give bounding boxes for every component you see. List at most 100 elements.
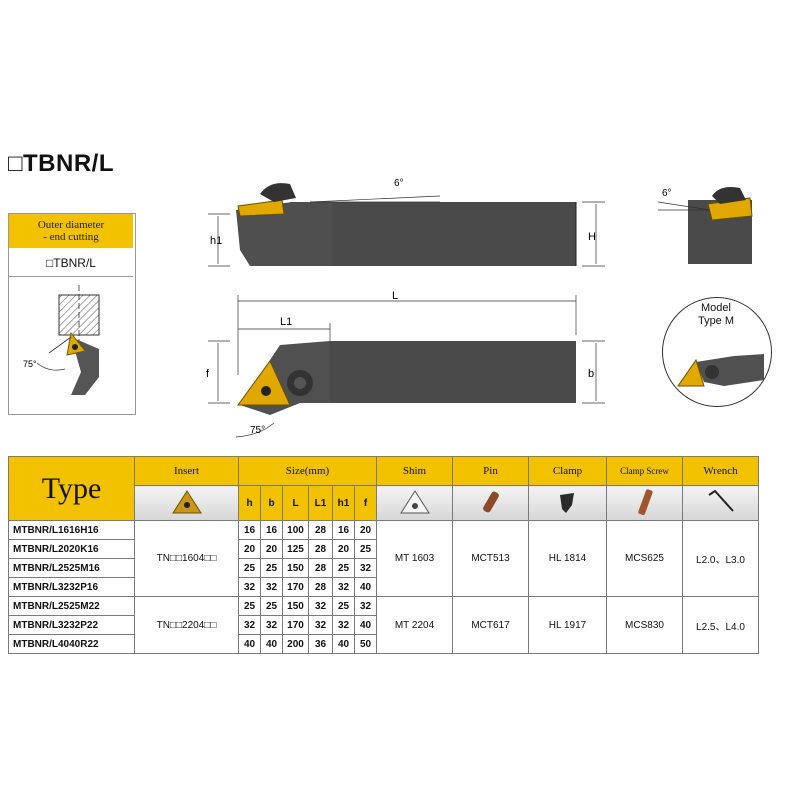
insert-code: TN□□2204□□ (134, 596, 239, 654)
caption-line-1: Outer diameter (37, 219, 105, 231)
table-row-type: MTBNR/L4040R22 (8, 634, 135, 654)
pin-icon (482, 491, 499, 512)
size-header: Size(mm) (238, 456, 377, 486)
screw-code: MCS625 (606, 520, 683, 597)
shim-icon (399, 489, 430, 513)
application-caption: Outer diameter - end cutting (9, 214, 133, 248)
pin-icon-cell (452, 485, 529, 521)
size-col-L1: L1 (308, 485, 333, 521)
cell-h1: 25 (332, 596, 355, 616)
plan-view-diagram: L L1 f b 75° (206, 290, 605, 438)
cell-L: 150 (282, 558, 309, 578)
shim-code: MT 2204 (376, 596, 453, 654)
wrench-icon (707, 489, 734, 512)
wrench-code: L2.5、L4.0 (682, 596, 759, 654)
cell-h: 20 (238, 539, 261, 559)
cell-f: 32 (354, 558, 377, 578)
pin-code: MCT513 (452, 520, 529, 597)
screw-icon (637, 488, 653, 515)
cell-b: 25 (260, 558, 283, 578)
dim-h1-label: h1 (210, 235, 222, 247)
side-angle-label: 75° (23, 359, 37, 369)
application-model: □TBNR/L (9, 250, 133, 277)
cell-f: 20 (354, 520, 377, 540)
type-header: Type (8, 456, 135, 521)
cell-f: 50 (354, 634, 377, 654)
bottom-angle-label: 75° (250, 425, 265, 436)
size-col-h: h (238, 485, 261, 521)
insert-header: Insert (134, 456, 239, 486)
insert-icon-cell (134, 485, 239, 521)
table-row-type: MTBNR/L2525M22 (8, 596, 135, 616)
cell-h: 32 (238, 577, 261, 597)
cell-L: 170 (282, 577, 309, 597)
clamp-icon-cell (528, 485, 607, 521)
caption-line-2: - end cutting (43, 231, 99, 243)
pin-header: Pin (452, 456, 529, 486)
cell-b: 32 (260, 615, 283, 635)
cell-h: 32 (238, 615, 261, 635)
cell-L1: 28 (308, 577, 333, 597)
shim-code: MT 1603 (376, 520, 453, 597)
cell-f: 40 (354, 577, 377, 597)
cell-b: 25 (260, 596, 283, 616)
cell-L: 100 (282, 520, 309, 540)
cell-h: 25 (238, 558, 261, 578)
cell-L1: 32 (308, 615, 333, 635)
dim-f-label: f (206, 368, 210, 380)
cell-f: 25 (354, 539, 377, 559)
cell-L: 200 (282, 634, 309, 654)
clamp-header: Clamp (528, 456, 607, 486)
table-row-type: MTBNR/L2020K16 (8, 539, 135, 559)
table-row-type: MTBNR/L2525M16 (8, 558, 135, 578)
side-view-diagram: h1 H 6° (208, 178, 605, 267)
clamp-code: HL 1917 (528, 596, 607, 654)
size-col-L: L (282, 485, 309, 521)
dim-L1-label: L1 (280, 316, 292, 328)
table-row-type: MTBNR/L3232P22 (8, 615, 135, 635)
screw-code: MCS830 (606, 596, 683, 654)
cell-h1: 16 (332, 520, 355, 540)
pin-code: MCT617 (452, 596, 529, 654)
dim-L-label: L (392, 290, 398, 302)
cell-L: 150 (282, 596, 309, 616)
page-title: □TBNR/L (8, 150, 114, 177)
insert-icon (171, 489, 202, 513)
cell-b: 40 (260, 634, 283, 654)
cell-h1: 40 (332, 634, 355, 654)
cell-h: 40 (238, 634, 261, 654)
model-line-2: Type M (697, 315, 735, 327)
cell-L: 125 (282, 539, 309, 559)
wrench-code: L2.0、L3.0 (682, 520, 759, 597)
table-row-type: MTBNR/L3232P16 (8, 577, 135, 597)
cell-h1: 25 (332, 558, 355, 578)
clamp-code: HL 1814 (528, 520, 607, 597)
size-col-f: f (354, 485, 377, 521)
wrench-icon-cell (682, 485, 759, 521)
application-diagram: 75° (23, 285, 100, 395)
dim-b-label: b (588, 368, 594, 380)
cell-L1: 36 (308, 634, 333, 654)
insert-code: TN□□1604□□ (134, 520, 239, 597)
shim-icon-cell (376, 485, 453, 521)
cell-h: 25 (238, 596, 261, 616)
screw-icon-cell (606, 485, 683, 521)
end-view-diagram: 6° (657, 187, 753, 264)
cell-b: 32 (260, 577, 283, 597)
cell-h: 16 (238, 520, 261, 540)
shim-header: Shim (376, 456, 453, 486)
cell-b: 20 (260, 539, 283, 559)
dim-H-label: H (588, 231, 596, 243)
size-col-h1: h1 (332, 485, 355, 521)
model-type-label: Model Type M (662, 302, 770, 328)
model-line-1: Model (701, 302, 731, 314)
clamp-screw-header: Clamp Screw (606, 456, 683, 486)
spec-table: Type Insert Size(mm) Shim Pin Clamp Clam… (8, 456, 759, 654)
top-right-angle-label: 6° (662, 188, 672, 199)
wrench-header: Wrench (682, 456, 759, 486)
table-row-type: MTBNR/L1616H16 (8, 520, 135, 540)
cell-L1: 28 (308, 558, 333, 578)
cell-f: 40 (354, 615, 377, 635)
cell-h1: 32 (332, 577, 355, 597)
cell-L: 170 (282, 615, 309, 635)
